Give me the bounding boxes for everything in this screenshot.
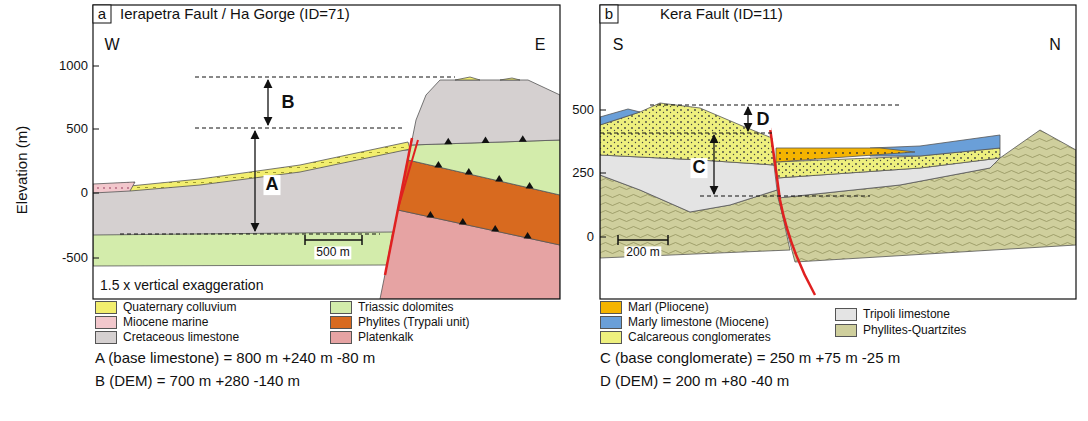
legend-swatch (600, 316, 622, 329)
thrust-tooth (434, 161, 442, 168)
axis-tick-label: 250 (572, 166, 594, 180)
axis-title: Elevation (m) (14, 126, 31, 214)
thrust-tooth (491, 225, 499, 232)
thrust-tooth (426, 211, 434, 218)
note: 1.5 x vertical exaggeration (98, 278, 265, 293)
legend-text: Marl (Pliocene) (628, 300, 709, 314)
legend-swatch (600, 331, 622, 344)
legend-swatch (330, 316, 352, 329)
panel-letter: b (605, 6, 613, 23)
axis-tick-label: 1000 (59, 59, 88, 73)
axis-tick-label: 500 (572, 103, 594, 117)
thrust-tooth (444, 138, 452, 145)
legend-entry: Calcareous conglomerates (600, 330, 771, 344)
thrust-tooth (519, 135, 527, 142)
legend-entry: Tripoli limestone (835, 307, 950, 321)
legend-swatch (95, 316, 117, 329)
axis-tick-label: 500 (66, 122, 88, 136)
thrust-tooth (459, 218, 467, 225)
legend-entry: Miocene marine (95, 315, 208, 329)
legend-entry: Marly limestone (Miocene) (600, 315, 769, 329)
legend-entry: Phyllites-Quartzites (835, 323, 966, 337)
direction-label: W (104, 36, 119, 54)
legend-entry: Phylites (Trypali unit) (330, 315, 470, 329)
panel-letter: a (98, 6, 106, 23)
legend-entry: Triassic dolomites (330, 300, 454, 314)
axis-tick-label: -500 (62, 251, 88, 265)
direction-label: E (535, 36, 546, 54)
thrust-tooth (482, 137, 490, 144)
offset-label: A (264, 175, 281, 195)
legend-text: Cretaceous limestone (123, 330, 239, 344)
legend-entry: Quaternary colluvium (95, 300, 236, 314)
legend-swatch (600, 301, 622, 314)
legend-swatch (835, 308, 857, 321)
legend-entry: Marl (Pliocene) (600, 300, 709, 314)
thrust-tooth (465, 168, 473, 175)
axis-tick-label: 0 (81, 186, 88, 200)
scale-label: 200 m (624, 246, 661, 259)
legend-swatch (835, 324, 857, 337)
measurement: A (base limestone) = 800 m +240 m -80 m (95, 350, 375, 367)
measurement: B (DEM) = 700 m +280 -140 m (95, 373, 300, 390)
legend-swatch (330, 331, 352, 344)
thrust-tooth (524, 232, 532, 239)
legend-swatch (95, 301, 117, 314)
thrust-tooth (495, 175, 503, 182)
measurement: C (base conglomerate) = 250 m +75 m -25 … (600, 350, 900, 367)
panel-title: Kera Fault (ID=11) (660, 6, 783, 23)
legend-text: Calcareous conglomerates (628, 330, 771, 344)
axis-tick-label: 0 (587, 230, 594, 244)
offset-label: C (691, 158, 708, 178)
offset-label: D (755, 110, 772, 130)
measurement: D (DEM) = 200 m +80 -40 m (600, 373, 789, 390)
legend-swatch (330, 301, 352, 314)
scale-label: 500 m (314, 246, 351, 259)
panel-title: Ierapetra Fault / Ha Gorge (ID=71) (120, 6, 350, 23)
legend-text: Marly limestone (Miocene) (628, 315, 769, 329)
legend-text: Platenkalk (358, 330, 413, 344)
legend-entry: Platenkalk (330, 330, 413, 344)
legend-text: Quaternary colluvium (123, 300, 236, 314)
thrust-tooth (526, 182, 534, 189)
legend-text: Tripoli limestone (863, 307, 950, 321)
legend-text: Phyllites-Quartzites (863, 323, 966, 337)
legend-swatch (95, 331, 117, 344)
direction-label: S (613, 36, 624, 54)
legend-entry: Cretaceous limestone (95, 330, 239, 344)
legend-text: Triassic dolomites (358, 300, 454, 314)
direction-label: N (1049, 36, 1061, 54)
legend-text: Miocene marine (123, 315, 208, 329)
legend-text: Phylites (Trypali unit) (358, 315, 470, 329)
offset-label: B (280, 93, 297, 113)
